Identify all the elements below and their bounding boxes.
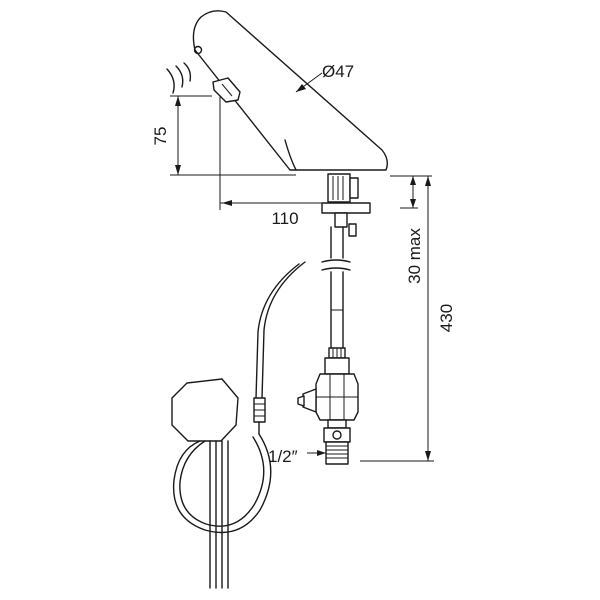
dimension-430-label: 430 bbox=[437, 304, 456, 332]
dimension-diameter-label: Ø47 bbox=[322, 62, 354, 81]
power-cable-loop bbox=[172, 433, 272, 589]
sensor-waves-icon bbox=[166, 62, 192, 94]
dimension-110: 110 bbox=[219, 96, 336, 228]
dimension-30max: 30 max bbox=[400, 176, 424, 284]
dimension-430: 430 bbox=[360, 175, 456, 462]
control-box bbox=[171, 378, 239, 442]
thread-connector: 1/2″ bbox=[268, 441, 349, 466]
thread-size-label: 1/2″ bbox=[268, 447, 298, 466]
sensor-window bbox=[212, 77, 241, 103]
faucet-spout bbox=[192, 10, 389, 171]
mounting-shank bbox=[321, 173, 371, 237]
sensor-cable bbox=[253, 261, 306, 435]
dimension-diameter: Ø47 bbox=[295, 62, 354, 93]
solenoid-valve bbox=[297, 357, 359, 443]
dimension-30max-label: 30 max bbox=[405, 228, 424, 284]
dimension-75: 75 bbox=[151, 95, 296, 176]
supply-hose bbox=[321, 226, 351, 359]
dimension-75-label: 75 bbox=[151, 127, 170, 146]
dimension-110-label: 110 bbox=[271, 209, 298, 228]
